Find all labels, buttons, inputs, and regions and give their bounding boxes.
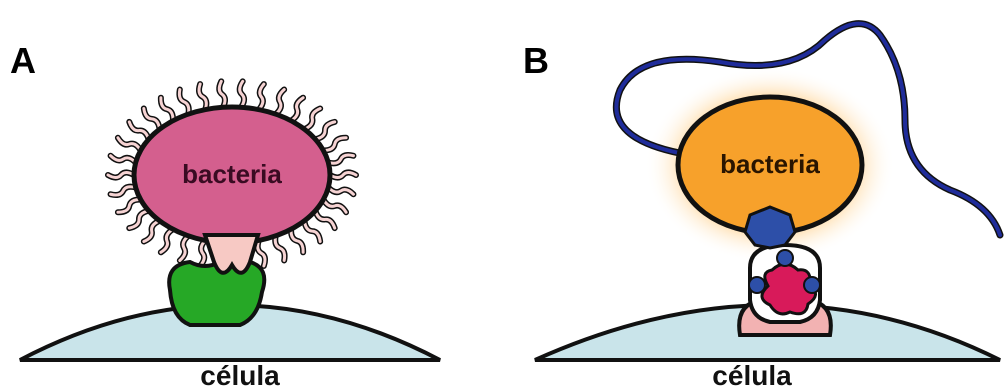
binding-dot (804, 277, 820, 293)
binding-dot (777, 250, 793, 266)
panel-a: bacteria (20, 81, 440, 360)
adhesin-b (745, 207, 795, 248)
host-receptor-a (169, 262, 264, 325)
panel-b: bacteria (535, 24, 1000, 360)
panel-letter-b: B (523, 40, 549, 82)
bacteria-label-b: bacteria (720, 149, 820, 179)
cell-label-a: célula (140, 360, 340, 392)
bacteria-label-a: bacteria (182, 159, 282, 189)
panel-letter-a: A (10, 40, 36, 82)
cell-label-b: célula (652, 360, 852, 392)
binding-dot (749, 277, 765, 293)
